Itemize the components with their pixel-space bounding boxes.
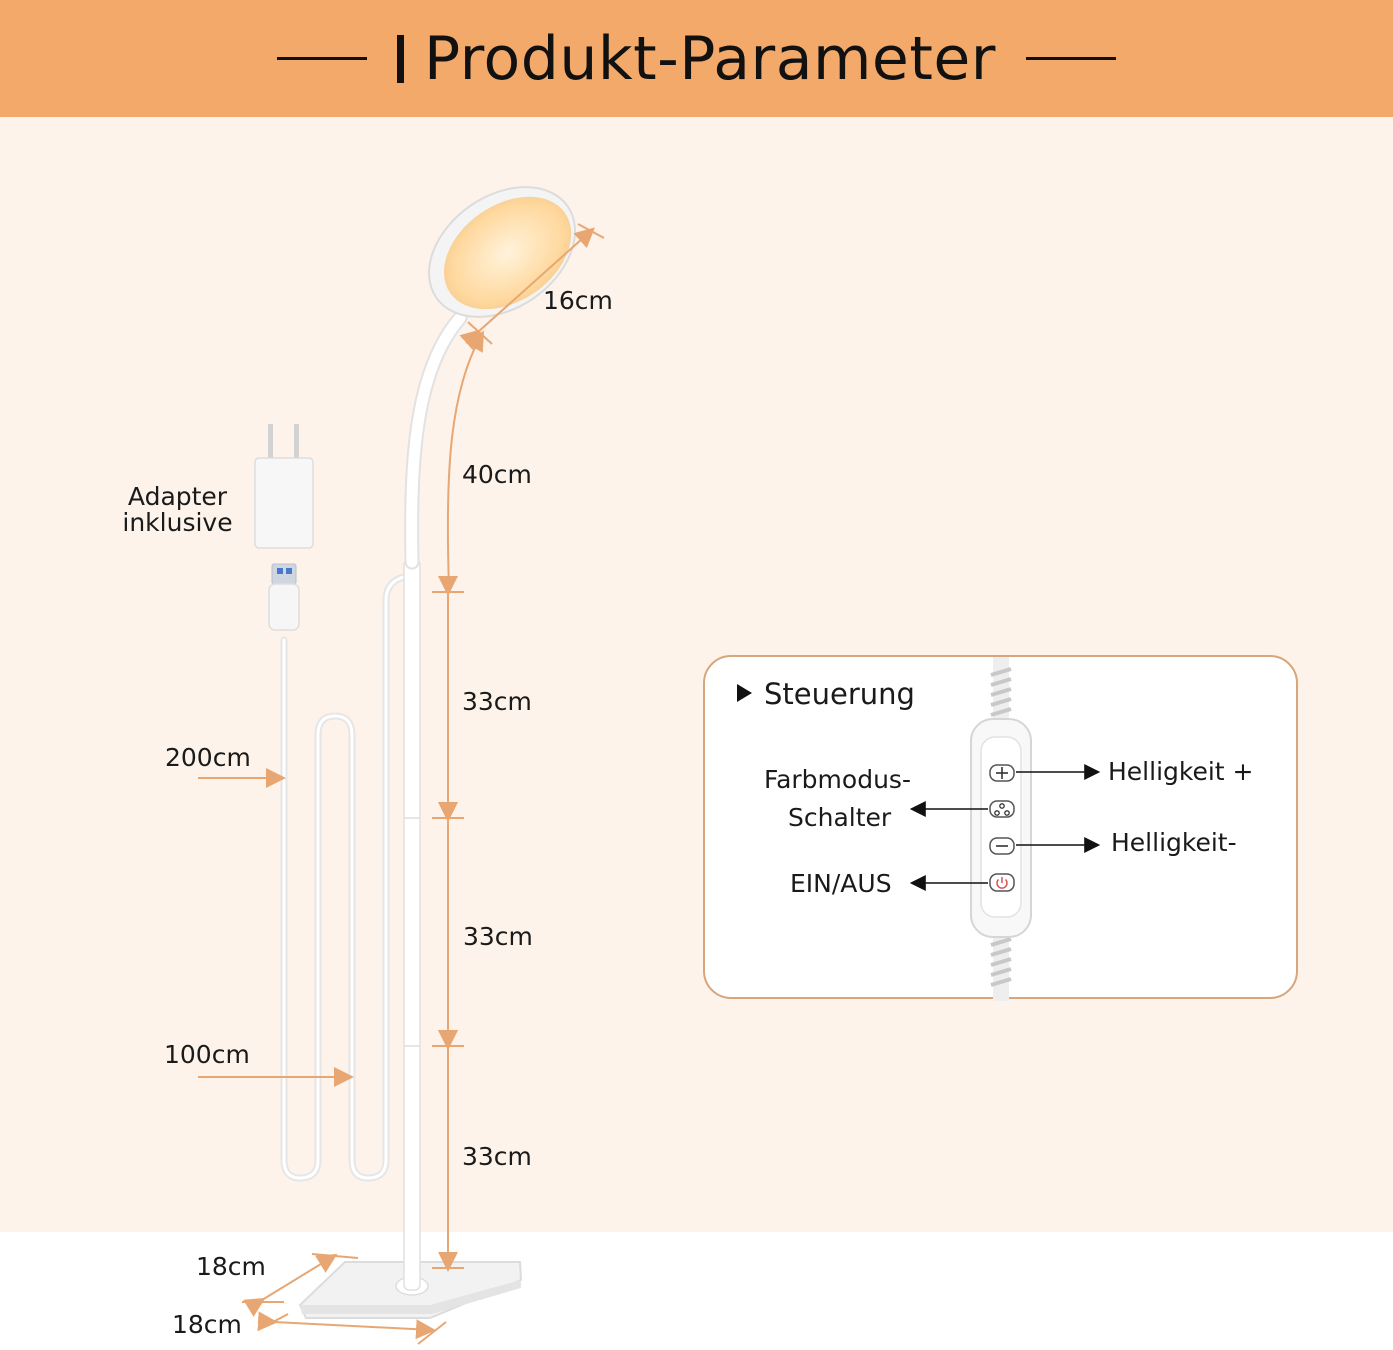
minus-icon bbox=[989, 837, 1015, 855]
title-bullet-icon bbox=[737, 684, 752, 702]
label-power: EIN/AUS bbox=[790, 869, 892, 898]
label-pole-segment-3: 33cm bbox=[462, 1142, 532, 1171]
label-pole-segment-2: 33cm bbox=[463, 922, 533, 951]
header-banner bbox=[0, 0, 1393, 117]
control-panel: Steuerung Helligkeit + Helligkeit- Farbm… bbox=[703, 655, 1298, 1001]
label-cable-to-switch: 100cm bbox=[164, 1040, 250, 1069]
adapter-label-line2: inklusive bbox=[122, 508, 233, 537]
title-bar bbox=[397, 34, 405, 83]
adapter-label: Adapter inklusive bbox=[120, 484, 235, 536]
page-title: Produkt-Parameter bbox=[0, 0, 1393, 117]
plus-icon bbox=[989, 764, 1015, 782]
dimension-lines bbox=[198, 223, 605, 1345]
label-gooseneck: 40cm bbox=[462, 460, 532, 489]
label-base-depth: 18cm bbox=[172, 1310, 242, 1339]
label-color-mode-2: Schalter bbox=[788, 803, 892, 832]
adapter-label-line1: Adapter bbox=[127, 482, 228, 511]
label-pole-segment-1: 33cm bbox=[462, 687, 532, 716]
lamp-head bbox=[428, 186, 576, 318]
label-head-diameter: 16cm bbox=[543, 286, 613, 315]
title-text: Produkt-Parameter bbox=[424, 23, 996, 94]
color-mode-icon bbox=[989, 800, 1015, 818]
lamp-pole bbox=[403, 559, 421, 1291]
usb-adapter bbox=[254, 424, 314, 631]
label-brightness-down: Helligkeit- bbox=[1111, 828, 1237, 857]
power-icon bbox=[989, 873, 1015, 892]
floor-area bbox=[0, 1232, 1393, 1350]
title-rule-right bbox=[1025, 57, 1116, 60]
controls-title: Steuerung bbox=[737, 677, 915, 711]
label-brightness-up: Helligkeit + bbox=[1108, 757, 1254, 786]
title-rule-left bbox=[277, 57, 368, 60]
remote-switch bbox=[909, 657, 1101, 1001]
label-cable-total: 200cm bbox=[165, 743, 251, 772]
label-base-width: 18cm bbox=[196, 1252, 266, 1281]
label-color-mode-1: Farbmodus- bbox=[764, 765, 911, 794]
controls-title-text: Steuerung bbox=[764, 677, 915, 711]
power-cable bbox=[280, 572, 412, 1182]
